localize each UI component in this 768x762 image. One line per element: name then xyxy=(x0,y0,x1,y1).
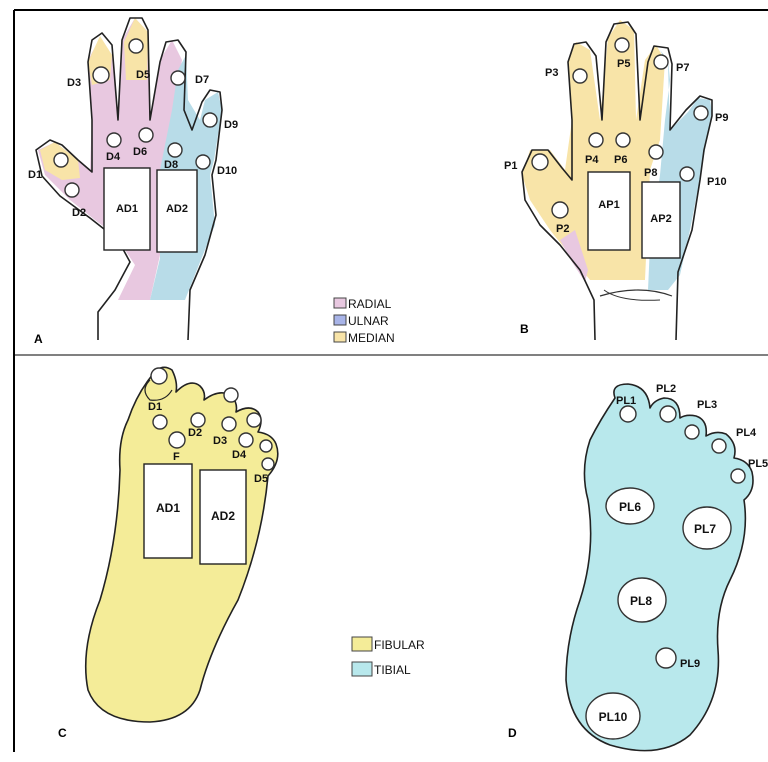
wrist-crease-1 xyxy=(600,290,672,296)
label-pl4: PL4 xyxy=(736,427,757,439)
panel-letter-c: C xyxy=(58,726,67,740)
tibial-foot xyxy=(566,384,753,751)
label-p10: P10 xyxy=(707,176,727,188)
label-d1: D1 xyxy=(28,169,42,181)
label-c-d3: D3 xyxy=(213,435,227,447)
label-c-d5: D5 xyxy=(254,473,268,485)
label-p4: P4 xyxy=(585,154,599,166)
label-c-d1: D1 xyxy=(148,401,162,413)
box-label-ap2: AP2 xyxy=(650,213,671,225)
box-label-c-ad1: AD1 xyxy=(156,501,180,515)
legend-label-fibular: FIBULAR xyxy=(374,638,425,652)
legend-swatch-median xyxy=(334,332,346,342)
pad-pl9 xyxy=(656,648,676,668)
legend-label-median: MEDIAN xyxy=(348,331,395,345)
hand-legend: RADIAL ULNAR MEDIAN xyxy=(334,297,395,345)
label-d4: D4 xyxy=(106,151,121,163)
pad-label-pl9: PL9 xyxy=(680,658,700,670)
pad-label-pl7: PL7 xyxy=(694,522,716,536)
pad-label-pl10: PL10 xyxy=(599,710,628,724)
label-pl1: PL1 xyxy=(616,395,636,407)
box-label-ap1: AP1 xyxy=(598,199,619,211)
legend-swatch-radial xyxy=(334,298,346,308)
legend-label-tibial: TIBIAL xyxy=(374,663,411,677)
label-d7: D7 xyxy=(195,74,209,86)
legend-label-ulnar: ULNAR xyxy=(348,314,389,328)
legend-swatch-fibular xyxy=(352,637,372,651)
label-p8: P8 xyxy=(644,167,657,179)
label-d5: D5 xyxy=(136,69,150,81)
label-p1: P1 xyxy=(504,160,517,172)
panel-letter-d: D xyxy=(508,726,517,740)
label-d6: D6 xyxy=(133,146,147,158)
panel-a-dorsal-hand: AD1 AD2 D1 D2 D3 D4 D5 D6 D7 D8 D9 D10 A xyxy=(28,18,238,346)
label-d9: D9 xyxy=(224,119,238,131)
label-pl2: PL2 xyxy=(656,383,676,395)
label-d10: D10 xyxy=(217,165,237,177)
label-pl3: PL3 xyxy=(697,399,717,411)
label-p6: P6 xyxy=(614,154,627,166)
legend-swatch-ulnar xyxy=(334,315,346,325)
panel-letter-b: B xyxy=(520,322,529,336)
label-p9: P9 xyxy=(715,112,728,124)
panel-d-plantar-foot: PL6 PL7 PL8 PL9 PL10 PL1 PL2 PL3 PL4 PL5… xyxy=(508,383,768,751)
box-label-ad2: AD2 xyxy=(166,203,188,215)
label-d8: D8 xyxy=(164,159,178,171)
label-p5: P5 xyxy=(617,58,630,70)
legend-swatch-tibial xyxy=(352,662,372,676)
label-p2: P2 xyxy=(556,223,569,235)
label-c-d2: D2 xyxy=(188,427,202,439)
panel-b-palmar-hand: AP1 AP2 P1 P2 P3 P4 P5 P6 P7 P8 P9 P10 B xyxy=(504,20,728,340)
pad-label-pl6: PL6 xyxy=(619,500,641,514)
box-label-c-ad2: AD2 xyxy=(211,509,235,523)
label-pl5: PL5 xyxy=(748,458,768,470)
panel-letter-a: A xyxy=(34,332,43,346)
pad-label-pl8: PL8 xyxy=(630,594,652,608)
box-ap1 xyxy=(588,172,630,250)
wrist-crease-2 xyxy=(604,290,660,300)
label-p7: P7 xyxy=(676,62,689,74)
label-c-f: F xyxy=(173,451,180,463)
legend-label-radial: RADIAL xyxy=(348,297,392,311)
label-d3: D3 xyxy=(67,77,81,89)
label-p3: P3 xyxy=(545,67,558,79)
label-d2: D2 xyxy=(72,207,86,219)
foot-legend: FIBULAR TIBIAL xyxy=(352,637,425,677)
label-c-d4: D4 xyxy=(232,449,247,461)
panel-c-dorsal-foot: AD1 AD2 D1 D2 D3 D4 D5 F C xyxy=(58,367,278,740)
box-label-ad1: AD1 xyxy=(116,203,138,215)
